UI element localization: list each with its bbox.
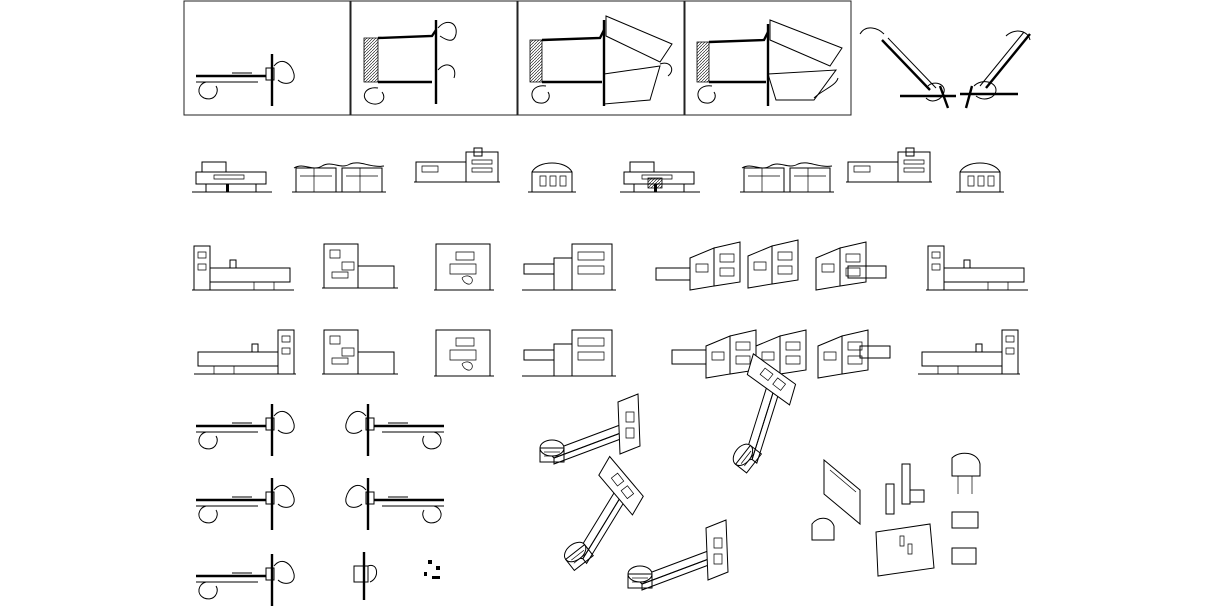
plan-frame-1 [184, 1, 350, 115]
opened-plans [860, 28, 1030, 108]
part-pod-1 [952, 453, 980, 476]
elevation-group-right [619, 147, 1005, 193]
part-pod-4 [952, 548, 976, 564]
part-pod-2 [812, 518, 834, 540]
exploded-parts [812, 453, 980, 576]
part-ramp [824, 460, 860, 524]
elevation-strip [191, 147, 1005, 193]
opened-plan-right [960, 31, 1030, 108]
axonometrics-large [531, 351, 811, 591]
opened-plan-left [860, 28, 956, 108]
elevation-row-1 [191, 239, 1029, 291]
plan-frame-3 [518, 1, 684, 115]
axo-1 [539, 393, 641, 465]
plan-sequence [184, 1, 851, 115]
plan-f [354, 552, 440, 600]
plan-a [194, 402, 296, 458]
plan-e [194, 552, 296, 608]
part-column-2 [902, 464, 910, 504]
plan-b [344, 402, 446, 458]
axo-2 [692, 351, 811, 475]
plan-frame-4 [685, 1, 851, 115]
elevation-row-2 [193, 329, 1021, 379]
elevation-group-left [191, 147, 577, 193]
part-pod-3 [952, 512, 978, 528]
part-block [910, 490, 924, 502]
plan-frame-2 [351, 1, 517, 115]
part-wall [876, 524, 934, 576]
part-column-1 [886, 484, 894, 514]
plan-d [344, 476, 446, 532]
plan-column-left [194, 402, 446, 608]
axo-3 [531, 454, 655, 573]
axo-4 [627, 519, 729, 591]
plan-c [194, 476, 296, 532]
